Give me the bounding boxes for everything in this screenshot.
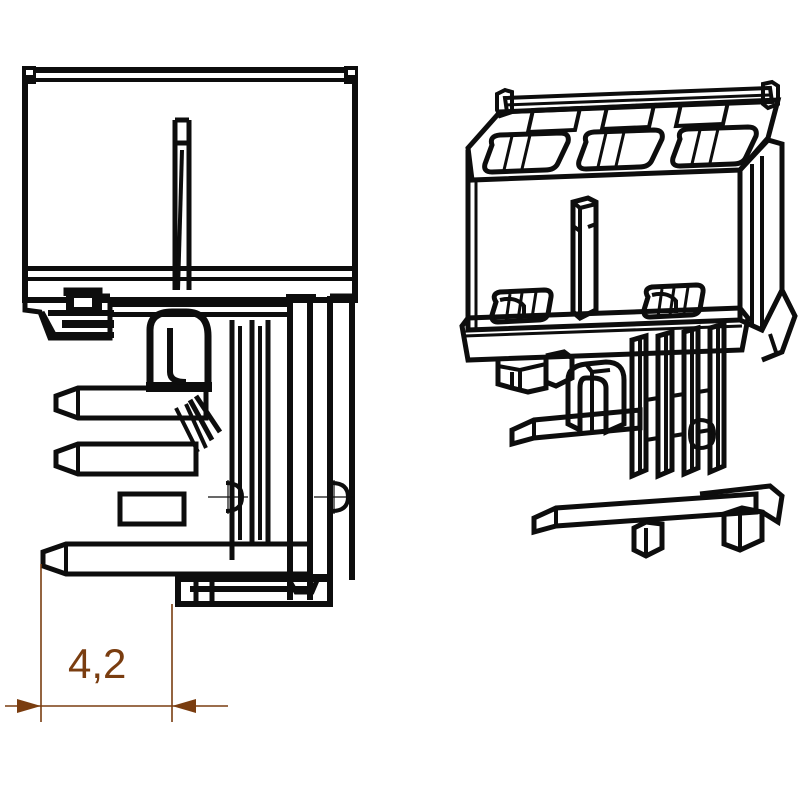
- board-standoff-base: [175, 574, 333, 607]
- solder-pin-2: [53, 441, 199, 477]
- iso-contact-opening-right: [641, 282, 706, 320]
- solder-pin-3-stub: [117, 491, 187, 527]
- dimension-value-label: 4,2: [68, 640, 126, 687]
- isometric-pictorial-view: [459, 79, 798, 559]
- iso-cavity-2: [576, 127, 665, 172]
- front-elevation-view: [22, 66, 358, 607]
- iso-cavity-1: [482, 130, 571, 175]
- dimension-arrow-right: [172, 699, 196, 713]
- solder-pin-1: [53, 385, 209, 421]
- top-flange-rail: [22, 66, 358, 84]
- boss-center-left: [208, 480, 248, 514]
- boss-center-marks: [208, 480, 354, 514]
- dimension-arrow-left: [17, 699, 41, 713]
- iso-cavity-3: [670, 124, 759, 169]
- solder-pins: [40, 385, 313, 577]
- iso-contact-opening-left: [489, 287, 554, 325]
- iso-lower-ledge: [459, 282, 751, 363]
- boss-center-right: [314, 480, 354, 514]
- mounting-latch-left: [22, 287, 114, 341]
- iso-front-face: [465, 150, 743, 333]
- center-polarizing-rib: [172, 117, 192, 291]
- iso-standoff-feet: [631, 483, 785, 559]
- iso-solder-pin-upper: [509, 407, 643, 448]
- dimension-pitch-4-2: 4,2: [5, 564, 228, 722]
- iso-right-side-face: [738, 137, 798, 363]
